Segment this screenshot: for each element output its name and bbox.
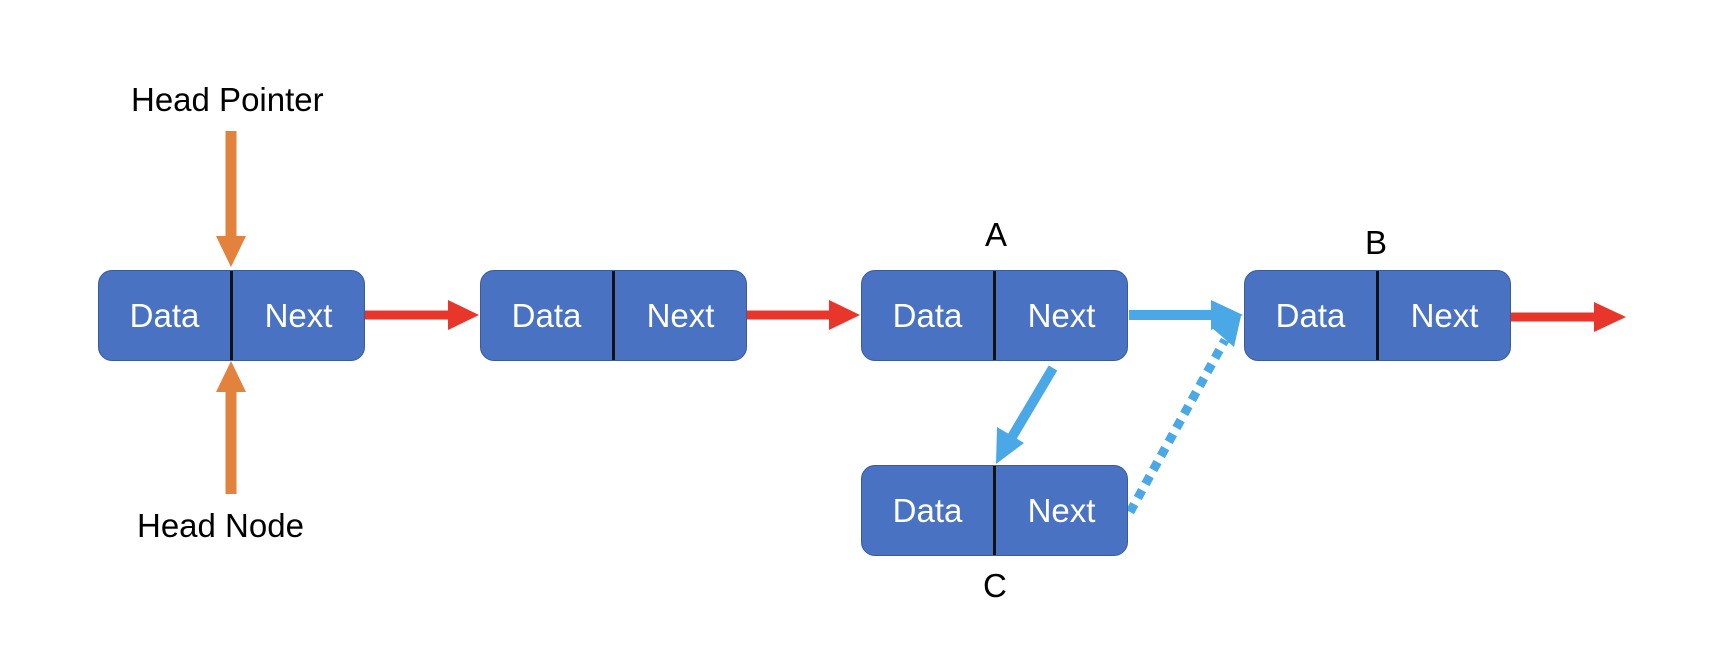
head-node-arrow-head	[216, 361, 246, 392]
list-node-a: Data Next	[861, 270, 1128, 361]
head-node-label: Head Node	[137, 507, 304, 544]
node-next-field: Next	[1027, 491, 1096, 529]
node-data-field: Data	[1245, 271, 1379, 360]
insert-arrow-shaft-a-c	[1007, 365, 1058, 440]
insert-arrow-head-a-b	[1211, 300, 1243, 330]
insert-arrow-head-a-c	[996, 427, 1024, 464]
list-node-2: Data Next	[480, 270, 747, 361]
head-pointer-label: Head Pointer	[131, 81, 324, 118]
node-next-field: Next	[1410, 296, 1479, 334]
node-next-field: Next	[1027, 296, 1096, 334]
list-node-c: Data Next	[861, 465, 1128, 556]
node-next-field: Next	[646, 296, 715, 334]
list-node-1: Data Next	[98, 270, 365, 361]
link-arrow-head-2	[829, 300, 860, 330]
node-a-label: A	[985, 216, 1008, 253]
insert-arrow-head-c-b	[1211, 316, 1241, 347]
node-b-label: B	[1365, 224, 1388, 261]
link-arrow-head-3	[1594, 302, 1626, 332]
node-data-field: Data	[99, 271, 233, 360]
list-node-b: Data Next	[1244, 270, 1511, 361]
link-arrow-head-1	[448, 300, 479, 330]
head-pointer-arrow-head	[216, 236, 246, 267]
node-data-field: Data	[862, 466, 996, 555]
node-data-field: Data	[481, 271, 615, 360]
node-next-field: Next	[264, 296, 333, 334]
insert-arrow-shaft-c-b	[1126, 337, 1229, 515]
node-data-field: Data	[862, 271, 996, 360]
node-c-label: C	[983, 567, 1007, 604]
